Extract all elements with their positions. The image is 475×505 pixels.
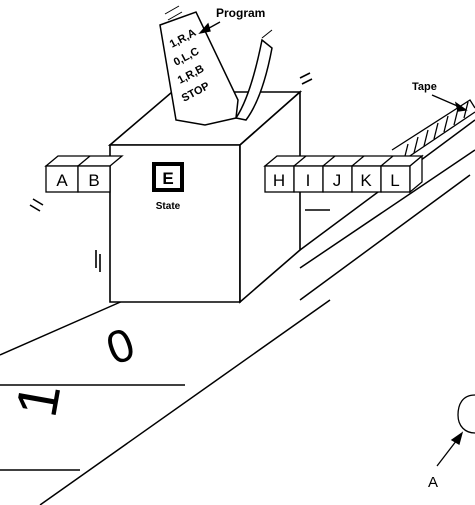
machine-box bbox=[29, 72, 313, 304]
pointer-arrow bbox=[436, 431, 464, 467]
tape-cell-b: B bbox=[88, 171, 99, 190]
tape-cell-i: I bbox=[306, 171, 311, 190]
state-window bbox=[152, 162, 184, 192]
tape-cell-k: K bbox=[360, 171, 372, 190]
pointer-label: A bbox=[428, 474, 438, 491]
tape-cell-h: H bbox=[273, 171, 285, 190]
tape-cell-j: J bbox=[333, 171, 342, 190]
tape-right bbox=[263, 154, 424, 194]
tape-left bbox=[44, 155, 124, 193]
state-symbol: E bbox=[162, 169, 173, 188]
state-label: State bbox=[156, 201, 181, 212]
program-label: Program bbox=[216, 6, 265, 20]
tape-cell-a: A bbox=[56, 171, 68, 190]
tape-label: Tape bbox=[412, 81, 437, 93]
program-arrow bbox=[198, 21, 221, 35]
floor-symbol-0: 0 bbox=[99, 317, 141, 375]
program-card: 1,R,A 0,L,C 1,R,B STOP bbox=[159, 5, 273, 126]
tape-cell-l: L bbox=[390, 171, 399, 190]
pointer-circle bbox=[457, 394, 475, 434]
tape-arrow bbox=[431, 94, 468, 112]
